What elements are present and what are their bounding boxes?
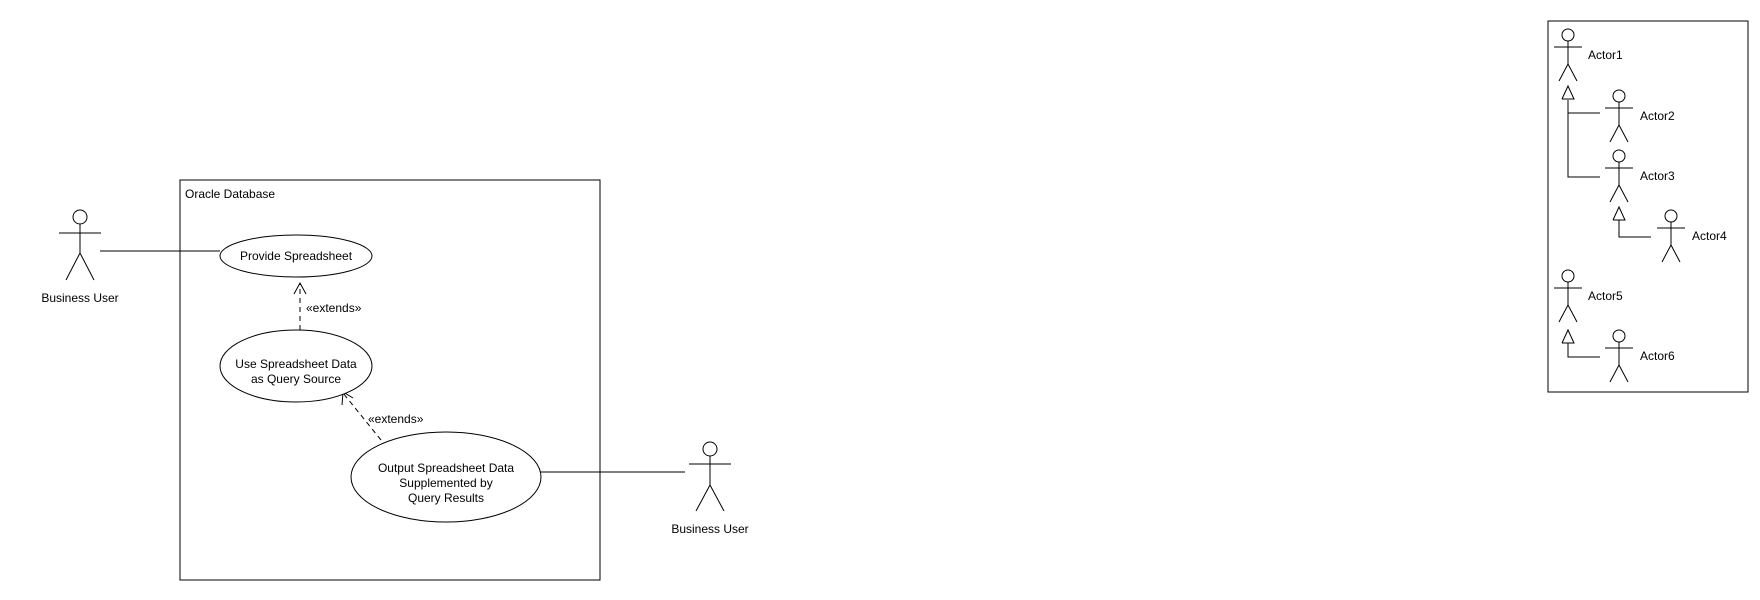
legend-actor-label: Actor4 [1692, 229, 1727, 243]
use-case-label-line-3: Query Results [408, 491, 484, 505]
legend-actor-1[interactable]: Actor1 [1554, 28, 1623, 82]
legend-actor-label: Actor6 [1640, 349, 1675, 363]
legend-actor-6[interactable]: Actor6 [1605, 329, 1675, 383]
legend-actor-label: Actor1 [1588, 48, 1623, 62]
legend-actor-4[interactable]: Actor4 [1657, 209, 1727, 263]
legend-actor-label: Actor5 [1588, 289, 1623, 303]
actor-legend-panel: Actor1 Actor2 Actor3 [1547, 20, 1749, 393]
legend-actor-label: Actor2 [1640, 109, 1675, 123]
use-case-use-spreadsheet-data[interactable]: Use Spreadsheet Data as Query Source [219, 329, 373, 403]
actor-figure-icon [59, 209, 101, 281]
use-case-output-spreadsheet-data[interactable]: Output Spreadsheet Data Supplemented by … [350, 431, 542, 523]
legend-actor-2[interactable]: Actor2 [1605, 89, 1675, 143]
system-label: Oracle Database [185, 187, 275, 201]
extends-relation-2[interactable]: «extends» [341, 391, 424, 441]
actor-figure-icon [1605, 89, 1633, 143]
use-case-provide-spreadsheet[interactable]: Provide Spreadsheet [219, 234, 373, 278]
use-case-label: Provide Spreadsheet [240, 249, 353, 263]
actor-figure-icon [689, 441, 731, 512]
actor-figure-icon [1554, 28, 1582, 82]
extends-label: «extends» [368, 412, 424, 426]
actor-figure-icon [1657, 209, 1685, 263]
actor-business-user-right[interactable]: Business User [671, 441, 749, 536]
actor-business-user-left[interactable]: Business User [41, 209, 119, 305]
actor-figure-icon [1605, 329, 1633, 383]
actor-figure-icon [1605, 149, 1633, 203]
use-case-label-line-1: Use Spreadsheet Data [235, 357, 357, 371]
extends-relation-1[interactable]: «extends» [293, 281, 362, 330]
actor-label: Business User [41, 291, 118, 305]
use-case-label-line-2: as Query Source [251, 372, 341, 386]
actor-figure-icon [1554, 269, 1582, 323]
system-boundary[interactable]: Oracle Database [179, 179, 601, 581]
legend-actor-3[interactable]: Actor3 [1605, 149, 1675, 203]
legend-actor-label: Actor3 [1640, 169, 1675, 183]
use-case-label-line-1: Output Spreadsheet Data [378, 461, 514, 475]
use-case-label-line-2: Supplemented by [399, 476, 492, 490]
extends-label: «extends» [306, 301, 362, 315]
legend-actor-5[interactable]: Actor5 [1554, 269, 1623, 323]
actor-label: Business User [671, 522, 748, 536]
